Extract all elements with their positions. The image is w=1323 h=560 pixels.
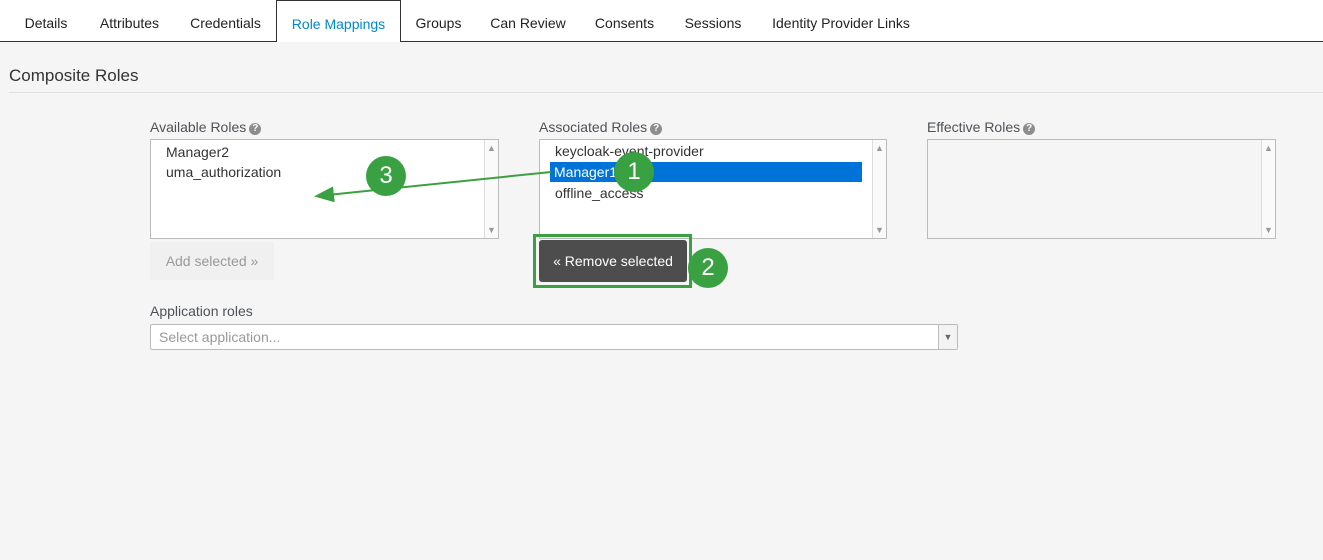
callout-step-2: 2 — [688, 248, 728, 288]
callout-step-1: 1 — [614, 152, 654, 192]
callout-step-3: 3 — [366, 156, 406, 196]
